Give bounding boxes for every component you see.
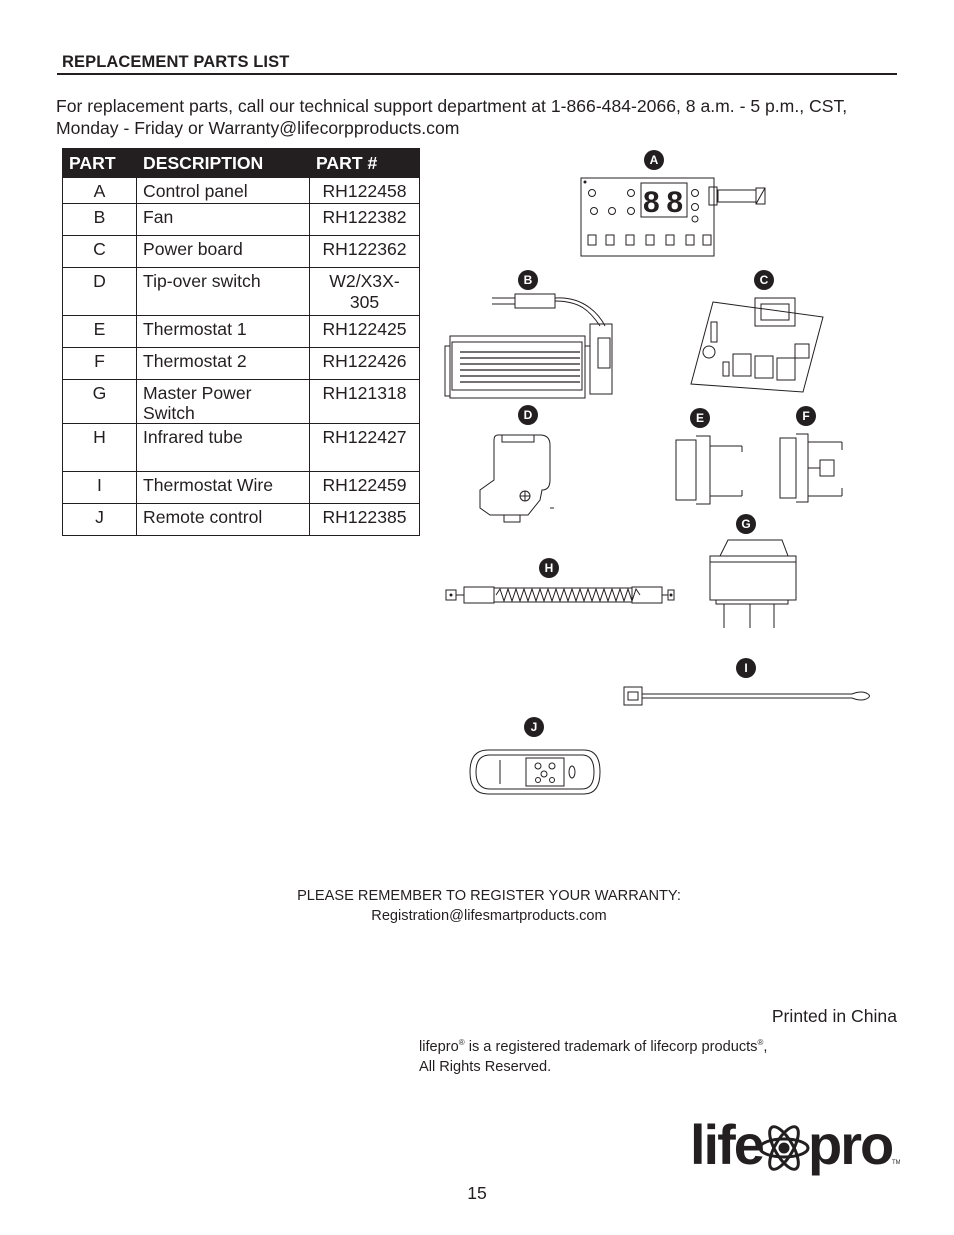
- registered-mark: ®: [458, 1038, 465, 1047]
- table-row: G Master Power Switch RH121318: [62, 379, 420, 424]
- intro-paragraph: For replacement parts, call our technica…: [56, 96, 848, 138]
- thermostat-wire-illustration: [623, 686, 870, 706]
- registered-mark: ®: [757, 1038, 764, 1047]
- part-number: RH122382: [309, 203, 420, 236]
- table-row: D Tip-over switch W2/X3X-305: [62, 267, 420, 316]
- callout-e: E: [690, 408, 710, 428]
- part-letter: A: [62, 177, 137, 204]
- part-number: RH122426: [309, 347, 420, 380]
- trademark-text: is a registered trademark of lifecorp pr…: [464, 1038, 758, 1055]
- infrared-tube-illustration: [445, 586, 675, 604]
- header-part-number: PART #: [309, 148, 420, 178]
- part-letter: E: [62, 315, 137, 348]
- title-rule: [57, 73, 897, 75]
- table-row: F Thermostat 2 RH122426: [62, 347, 420, 380]
- callout-i: I: [736, 658, 756, 678]
- callout-j: J: [524, 717, 544, 737]
- logo-trademark: TM: [892, 1160, 900, 1166]
- reminder-heading: PLEASE REMEMBER TO REGISTER YOUR WARRANT…: [297, 888, 681, 904]
- part-description: Infrared tube: [136, 423, 310, 472]
- parts-table-header: PART DESCRIPTION PART #: [62, 148, 420, 178]
- part-description: Fan: [136, 203, 310, 236]
- table-row: A Control panel RH122458: [62, 177, 420, 204]
- part-description: Remote control: [136, 503, 310, 536]
- part-letter: G: [62, 379, 137, 424]
- section-title: REPLACEMENT PARTS LIST: [62, 53, 290, 71]
- atom-icon: [758, 1125, 810, 1171]
- part-description: Tip-over switch: [136, 267, 310, 316]
- part-description: Thermostat 1: [136, 315, 310, 348]
- part-number: RH122427: [309, 423, 420, 472]
- page-number: 15: [467, 1183, 487, 1203]
- part-letter: C: [62, 235, 137, 268]
- logo-wordmark-right: pro: [808, 1113, 893, 1176]
- control-panel-illustration: 88: [580, 177, 766, 257]
- callout-c: C: [754, 270, 774, 290]
- part-description: Master Power Switch: [136, 379, 310, 424]
- display-digits: 88: [643, 186, 683, 219]
- warranty-reminder: PLEASE REMEMBER TO REGISTER YOUR WARRANT…: [200, 886, 778, 926]
- part-letter: I: [62, 471, 137, 504]
- master-power-switch-illustration: [709, 539, 797, 628]
- part-letter: B: [62, 203, 137, 236]
- table-row: I Thermostat Wire RH122459: [62, 471, 420, 504]
- part-description: Power board: [136, 235, 310, 268]
- part-number: RH122459: [309, 471, 420, 504]
- table-row: B Fan RH122382: [62, 203, 420, 236]
- remote-control-illustration: [469, 749, 601, 795]
- part-number: W2/X3X-305: [309, 267, 420, 316]
- part-number: RH121318: [309, 379, 420, 424]
- part-description: Control panel: [136, 177, 310, 204]
- callout-h: H: [539, 558, 559, 578]
- table-row: E Thermostat 1 RH122425: [62, 315, 420, 348]
- part-number: RH122458: [309, 177, 420, 204]
- header-description: DESCRIPTION: [136, 148, 310, 178]
- part-description: Thermostat 2: [136, 347, 310, 380]
- thermostat-2-illustration: [779, 433, 843, 503]
- header-part: PART: [62, 148, 137, 178]
- part-description: Thermostat Wire: [136, 471, 310, 504]
- logo-wordmark-left: life: [690, 1113, 764, 1176]
- callout-b: B: [518, 270, 538, 290]
- rights-reserved: All Rights Reserved.: [419, 1058, 552, 1075]
- parts-table: PART DESCRIPTION PART # A Control panel …: [62, 148, 420, 536]
- part-number: RH122385: [309, 503, 420, 536]
- trademark-brand: lifepro: [419, 1038, 459, 1055]
- callout-g: G: [736, 514, 756, 534]
- lifepro-logo: life pro TM: [690, 1113, 900, 1176]
- fan-illustration: [444, 293, 613, 399]
- callout-a: A: [644, 150, 664, 170]
- callout-d: D: [518, 405, 538, 425]
- part-letter: J: [62, 503, 137, 536]
- printed-in-china: Printed in China: [771, 1006, 897, 1026]
- registration-email: Registration@lifesmartproducts.com: [371, 908, 607, 924]
- table-row: C Power board RH122362: [62, 235, 420, 268]
- part-number: RH122425: [309, 315, 420, 348]
- trademark-notice: lifepro® is a registered trademark of li…: [419, 1033, 767, 1077]
- thermostat-1-illustration: [675, 435, 743, 505]
- part-number: RH122362: [309, 235, 420, 268]
- power-board-illustration: [690, 297, 824, 393]
- part-letter: D: [62, 267, 137, 316]
- table-row: H Infrared tube RH122427: [62, 423, 420, 472]
- tip-over-switch-illustration: [479, 434, 554, 523]
- part-letter: H: [62, 423, 137, 472]
- table-row: J Remote control RH122385: [62, 503, 420, 536]
- trademark-end: ,: [763, 1038, 768, 1055]
- callout-f: F: [796, 406, 816, 426]
- part-letter: F: [62, 347, 137, 380]
